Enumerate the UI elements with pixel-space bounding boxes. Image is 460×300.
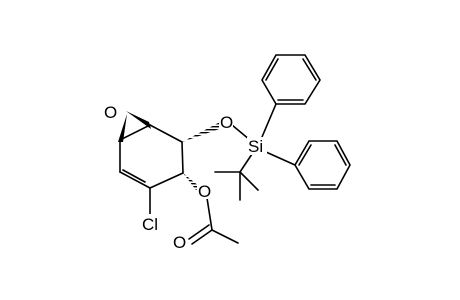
atom-label-silicon: Si [247,137,267,156]
svg-text:O: O [220,113,233,132]
bond-c4-c5 [119,171,151,189]
svg-text:Cl: Cl [142,215,158,234]
bond-si-phenyl1 [261,103,277,138]
bond-c1-c2 [149,124,183,143]
wedge-bond-epoxide-left [118,114,127,142]
bond-si-phenyl2 [265,151,296,166]
hashed-bond-c3-o [183,173,200,190]
acetate-group [183,173,239,245]
bond-c6-c1 [119,124,151,141]
atom-label-silyl-ether-oxygen: O [219,112,233,132]
bond-carbonyl-double-2 [188,224,210,240]
svg-text:Si: Si [248,137,263,156]
wedge-bond-epoxide-right [126,111,151,129]
svg-text:O: O [104,103,117,122]
phenyl-ring-1 [261,54,321,105]
bond-c5-c5-double [122,169,146,183]
bond-carbonyl-methyl [211,229,239,244]
bond-o-carbonyl-carbon [206,197,213,231]
svg-text:O: O [198,182,211,201]
atom-label-carbonyl-oxygen: O [172,232,186,252]
tert-butyl-group [214,171,259,201]
bond-tbu-me3 [239,171,259,191]
hashed-bond-c2-o [182,122,222,142]
bond-si-tbu [239,153,253,173]
bond-c3-c4 [149,172,184,189]
cyclohexene-ring [119,124,184,189]
atom-label-acetate-oxygen: O [197,181,211,201]
atom-label-epoxide-oxygen: O [103,103,117,122]
svg-text:O: O [173,233,186,252]
epoxide-ring [118,111,151,142]
atom-label-chlorine: Cl [141,214,161,234]
phenyl-ring-2 [294,140,351,190]
bond-c2-c3 [181,141,184,174]
bond-carbonyl-double-1 [191,229,213,245]
